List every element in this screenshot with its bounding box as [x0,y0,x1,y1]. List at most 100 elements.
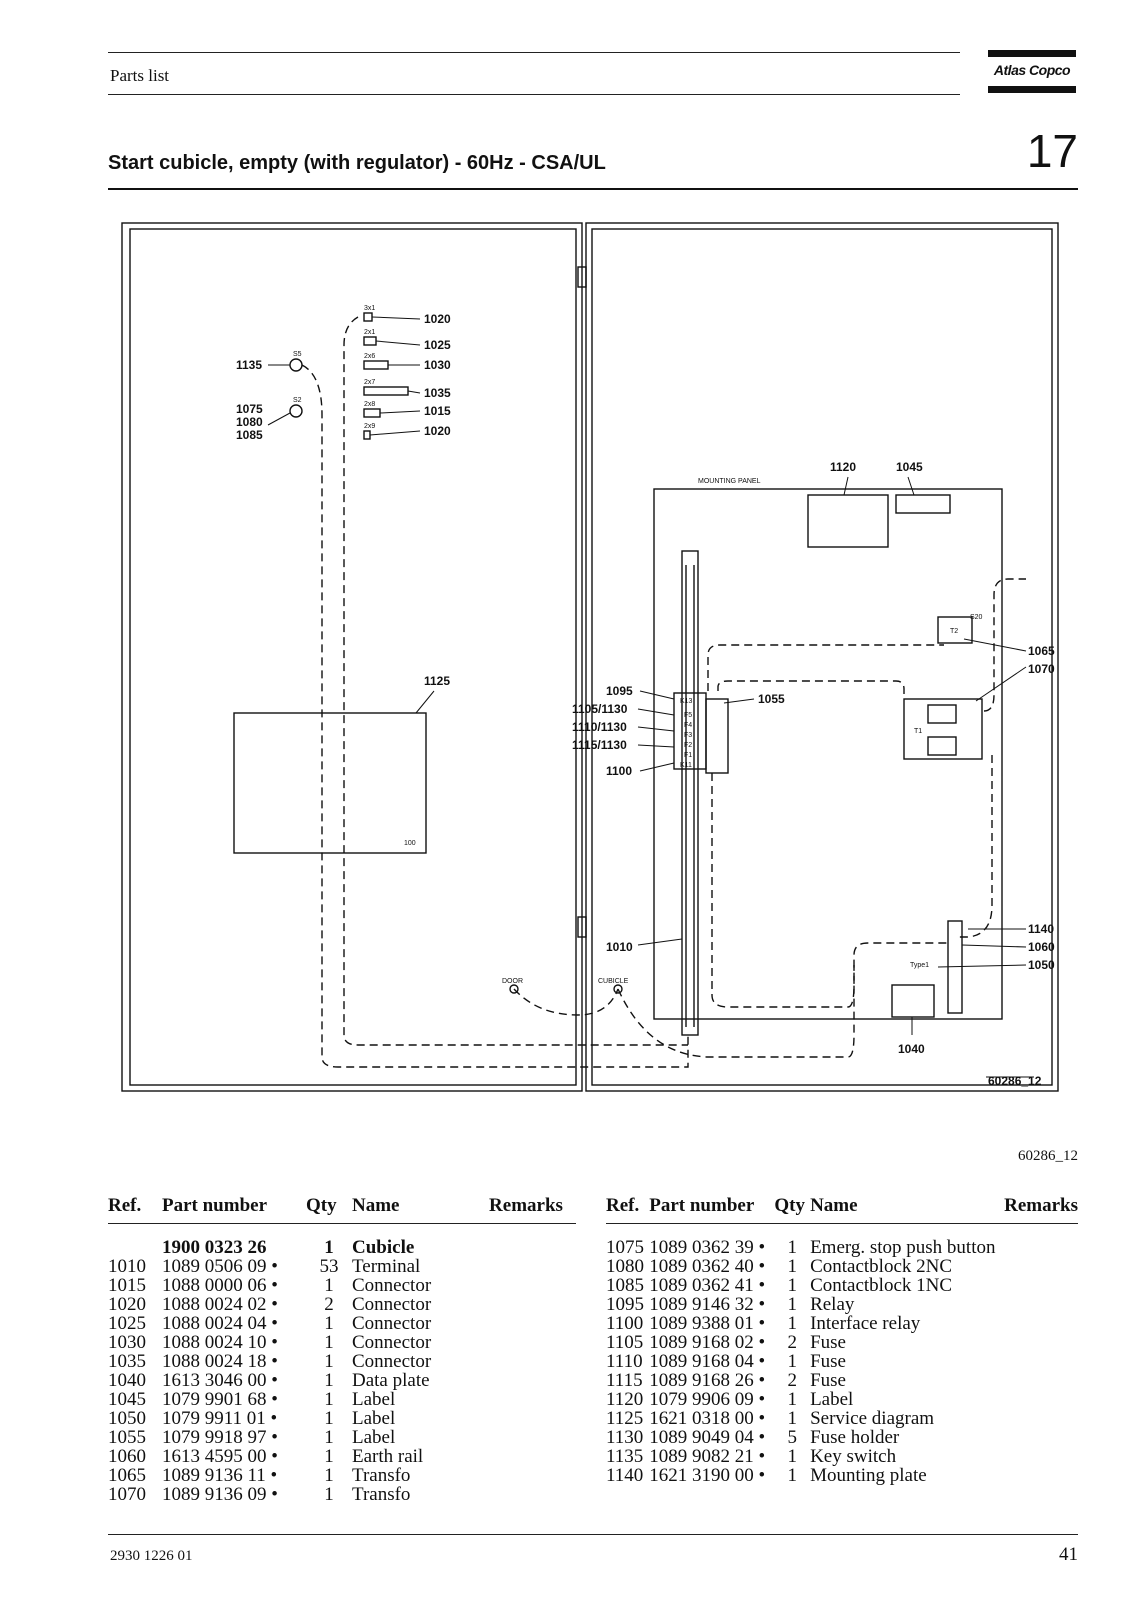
ref-cell: 1085 [606,1275,644,1296]
name-cell: Relay [810,1294,855,1315]
ref-cell: 1060 [108,1446,146,1467]
remarks-cell [996,1314,1079,1333]
callout-1025: 1025 [424,338,451,352]
callout-1075: 1075 [236,402,263,416]
mark-2x6: 2x6 [364,353,375,360]
mark-3x1: 3x1 [364,305,375,312]
remarks-cell [996,1257,1079,1276]
name-cell: Cubicle [352,1237,415,1258]
callout-1125: 1125 [424,674,450,688]
name-cell: Key switch [810,1446,897,1467]
mark-s2: S2 [293,397,302,404]
key-switch-s5 [289,358,303,372]
label-1120 [807,494,889,548]
mark-k13: K13 [680,698,693,705]
name-cell: Label [352,1389,396,1410]
qty-cell: 2 [787,1332,797,1353]
part-number-cell: 1089 0362 40 • [649,1256,766,1277]
callout-1120: 1120 [830,460,856,474]
name-cell: Fuse holder [810,1427,900,1448]
mark-f1: F1 [684,752,692,759]
part-number-cell: 1088 0024 18 • [162,1351,278,1372]
name-cell: Fuse [810,1351,846,1372]
ref-cell: 1015 [108,1275,146,1296]
mark-2x8: 2x8 [364,401,375,408]
part-number-cell: 1621 3190 00 • [649,1465,766,1486]
cubicle-ground [613,984,623,994]
part-number-cell: 1621 0318 00 • [649,1408,766,1429]
ref-cell: 1105 [606,1332,644,1353]
remarks-cell [476,1295,576,1314]
name-cell: Connector [352,1313,432,1334]
name-cell: Earth rail [352,1446,424,1467]
qty-cell: 1 [324,1351,334,1372]
remarks-cell [476,1390,576,1409]
title-rule [108,188,1078,190]
remarks-cell [996,1371,1079,1390]
name-cell: Connector [352,1351,432,1372]
callout-1085: 1085 [236,428,263,442]
ref-cell: 1020 [108,1294,146,1315]
label-1045 [895,494,951,514]
mark-f3: F3 [684,732,692,739]
mark-t1: T1 [914,728,922,735]
ref-cell: 1120 [606,1389,644,1410]
remarks-cell [476,1276,576,1295]
qty-cell: 1 [787,1313,797,1334]
part-number-cell: 1088 0024 02 • [162,1294,278,1315]
transformer-t1 [903,698,983,760]
part-number-cell: 1089 9146 32 • [649,1294,766,1315]
col-remarks: Remarks [476,1196,576,1224]
brand-name: Atlas Copco [993,62,1071,78]
name-cell: Transfo [352,1484,411,1505]
name-cell: Label [810,1389,854,1410]
qty-cell: 1 [787,1237,797,1258]
part-number-cell: 1088 0000 06 • [162,1275,278,1296]
remarks-cell [476,1257,576,1276]
door-ground [509,984,519,994]
remarks-cell [476,1333,576,1352]
callout-1135: 1135 [236,358,262,372]
part-number-cell: 1900 0323 26 [162,1237,267,1258]
table-header-row: Ref. Part number Qty Name Remarks [108,1196,576,1224]
name-cell: Contactblock 1NC [810,1275,953,1296]
qty-cell: 1 [324,1332,334,1353]
remarks-cell [476,1409,576,1428]
qty-cell: 1 [324,1408,334,1429]
mark-f4: F4 [684,722,692,729]
remarks-cell [996,1447,1079,1466]
ref-cell: 1050 [108,1408,146,1429]
mark-s5: S5 [293,351,302,358]
remarks-cell [476,1371,576,1390]
callout-1105-1130: 1105/1130 [572,702,628,716]
qty-cell: 1 [324,1275,334,1296]
callout-1080: 1080 [236,415,263,429]
col-remarks: Remarks [995,1196,1078,1224]
col-qty: Qty [306,1196,352,1224]
name-cell: Interface relay [810,1313,921,1334]
callout-1065: 1065 [1028,644,1055,658]
remarks-cell [476,1485,576,1504]
qty-cell: 5 [787,1427,797,1448]
ref-cell: 1100 [606,1313,644,1334]
ref-cell: 1010 [108,1256,146,1277]
callout-1035: 1035 [424,386,451,400]
col-part-number: Part number [649,1196,775,1224]
ref-cell: 1080 [606,1256,644,1277]
data-plate [891,984,935,1018]
qty-cell: 1 [324,1313,334,1334]
cabinet-inner-frame [591,228,1053,1086]
